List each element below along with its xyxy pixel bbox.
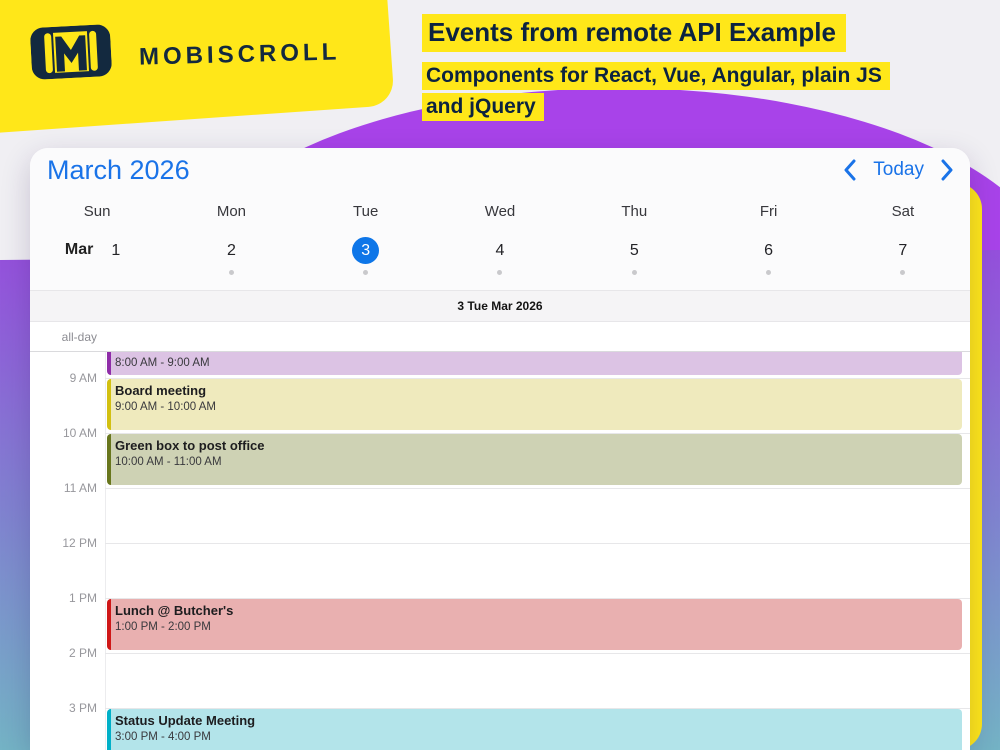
date-cell[interactable]: 2 <box>164 236 298 264</box>
hour-gridline <box>105 488 970 489</box>
event-title: Green box to post office <box>115 438 265 453</box>
today-button[interactable]: Today <box>873 159 924 180</box>
hour-gridline <box>105 433 970 434</box>
day-name: Sat <box>891 203 915 220</box>
date-number: 5 <box>629 241 639 259</box>
hour-gridline <box>105 543 970 544</box>
day-names-row: Sun Mon Tue Wed Thu Fri Sat <box>30 203 970 220</box>
hour-label: 12 PM <box>62 536 97 550</box>
schedule-grid: 9 AM 10 AM 11 AM 12 PM 1 PM 2 PM 3 PM 8:00 AM -… <box>30 352 970 750</box>
event-title: Board meeting <box>115 383 207 398</box>
event-color-bar <box>107 599 111 650</box>
date-cell[interactable]: 4 <box>433 236 567 264</box>
event-time: 10:00 AM - 11:00 AM <box>115 456 222 468</box>
dates-row: Mar 1 2 3 4 5 6 7 <box>30 236 970 264</box>
event-time: 9:00 AM - 10:00 AM <box>115 401 217 413</box>
time-gutter-divider <box>105 352 106 750</box>
event-indicator-dot <box>363 270 369 275</box>
page-subtitle-line: Components for React, Vue, Angular, plai… <box>422 62 890 90</box>
day-name: Fri <box>759 203 778 220</box>
event-time: 3:00 PM - 4:00 PM <box>115 731 211 743</box>
event-title: Lunch @ Butcher's <box>115 603 234 618</box>
calendar-card: March 2026 Today Sun Mon Tue Wed Thu Fri Sat M… <box>30 148 970 750</box>
hour-label: 3 PM <box>68 701 97 715</box>
hour-label: 11 AM <box>63 481 97 495</box>
calendar-event[interactable]: Board meeting 9:00 AM - 10:00 AM <box>107 379 962 430</box>
day-name: Sun <box>83 203 111 220</box>
date-cell[interactable]: 3 <box>299 236 433 264</box>
date-number: 7 <box>898 241 908 259</box>
day-name: Mon <box>216 203 247 220</box>
event-indicator-dot <box>228 270 234 275</box>
all-day-label: all-day <box>61 329 97 344</box>
calendar-event[interactable]: Green box to post office 10:00 AM - 11:00… <box>107 434 962 485</box>
mobiscroll-wordmark: MOBISCROLL <box>138 38 341 71</box>
date-number: 4 <box>495 241 505 259</box>
mobiscroll-logo-icon[interactable] <box>30 24 113 80</box>
chevron-right-icon[interactable] <box>940 159 954 181</box>
event-color-bar <box>107 352 111 375</box>
event-indicator-dot <box>766 270 772 275</box>
hour-label: 10 AM <box>62 426 97 440</box>
event-indicator-dot <box>900 270 906 275</box>
month-label: March 2026 <box>47 155 190 185</box>
hour-label: 9 AM <box>69 371 97 385</box>
calendar-header: March 2026 Today Sun Mon Tue Wed Thu Fri Sat M… <box>30 148 970 290</box>
date-number-selected: 3 <box>352 236 380 264</box>
event-indicator-dot <box>497 270 503 275</box>
event-time: 8:00 AM - 9:00 AM <box>115 357 210 369</box>
day-name: Wed <box>484 203 516 220</box>
date-number: 2 <box>226 241 236 259</box>
event-indicator-dot <box>631 270 637 275</box>
date-cell[interactable]: 7 <box>836 236 970 264</box>
page-subtitle: Components for React, Vue, Angular, plai… <box>422 60 937 122</box>
calendar-event[interactable]: Lunch @ Butcher's 1:00 PM - 2:00 PM <box>107 599 962 650</box>
date-cell[interactable]: 6 <box>701 236 835 264</box>
date-number: 1 <box>111 241 121 259</box>
event-dots-row <box>30 270 970 275</box>
event-time: 1:00 PM - 2:00 PM <box>115 621 211 633</box>
date-cell[interactable]: 5 <box>567 236 701 264</box>
chevron-left-icon[interactable] <box>843 159 857 181</box>
date-number: 6 <box>764 241 774 259</box>
selected-date-banner: 3 Tue Mar 2026 <box>30 290 970 322</box>
event-color-bar <box>107 434 111 485</box>
hour-gridline <box>105 378 970 379</box>
calendar-nav: Today <box>843 159 954 181</box>
hour-label: 1 PM <box>68 591 97 605</box>
hour-label: 2 PM <box>68 646 97 660</box>
title-block: Events from remote API Example Component… <box>422 12 937 122</box>
day-name: Tue <box>353 203 379 220</box>
all-day-row: all-day <box>30 322 970 352</box>
month-prefix: Mar <box>64 241 94 258</box>
hour-gridline <box>105 708 970 709</box>
event-title: Status Update Meeting <box>115 713 256 728</box>
hour-gridline <box>105 653 970 654</box>
page-subtitle-line: and jQuery <box>422 93 544 121</box>
calendar-event[interactable]: Status Update Meeting 3:00 PM - 4:00 PM <box>107 709 962 750</box>
date-cell[interactable]: Mar 1 <box>30 236 164 264</box>
page-title: Events from remote API Example <box>422 14 846 52</box>
event-color-bar <box>107 709 111 750</box>
event-color-bar <box>107 379 111 430</box>
calendar-event[interactable]: 8:00 AM - 9:00 AM <box>107 352 962 375</box>
day-name: Thu <box>621 203 648 220</box>
hour-gridline <box>105 598 970 599</box>
